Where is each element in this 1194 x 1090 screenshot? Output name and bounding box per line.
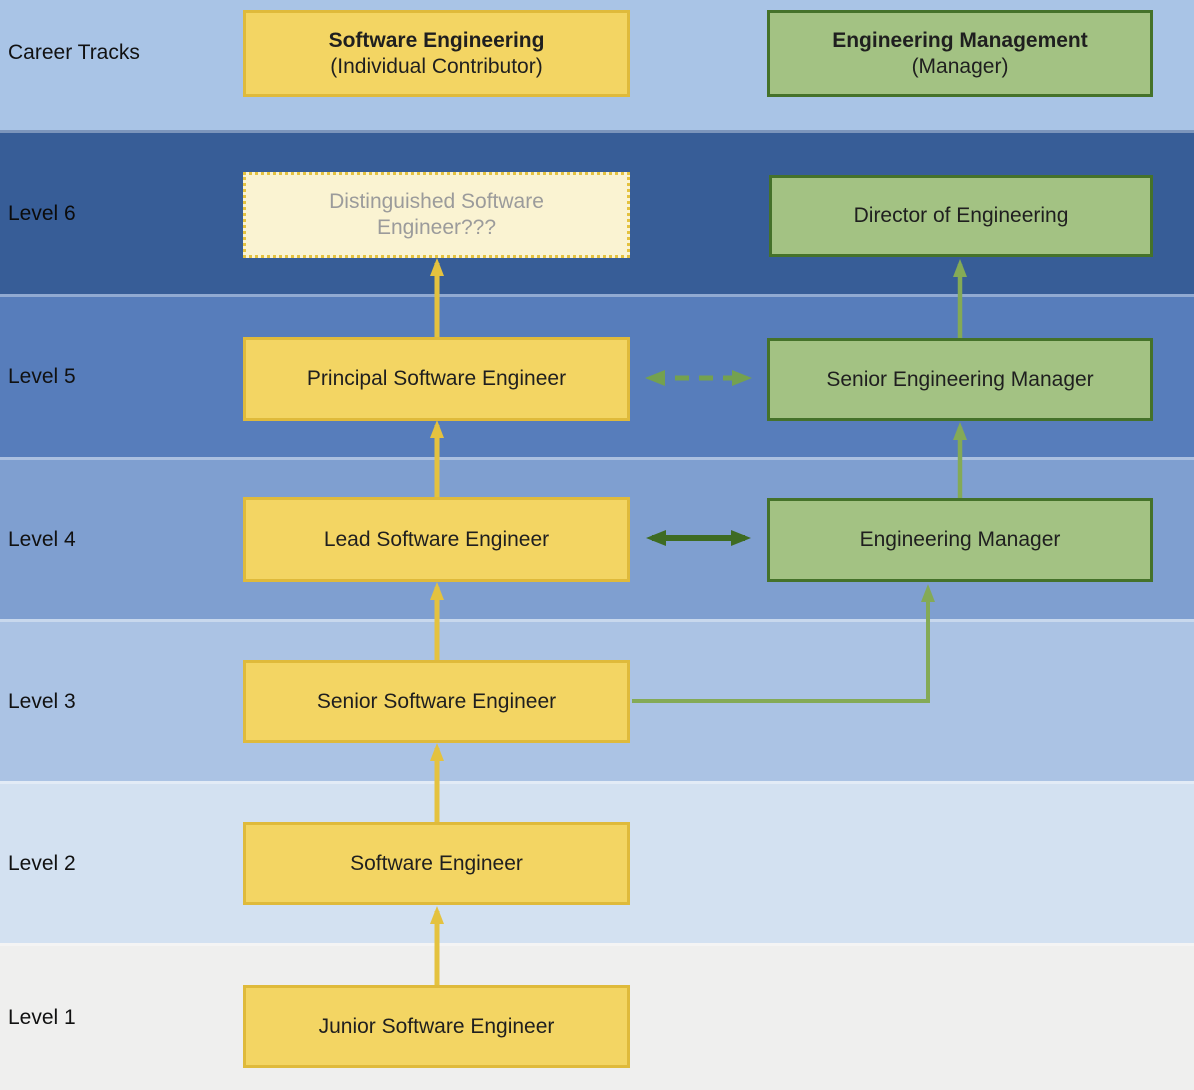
level-6-label: Level 6 xyxy=(8,201,76,225)
level-1-label: Level 1 xyxy=(8,1006,76,1029)
box-principal-software-engineer: Principal Software Engineer xyxy=(243,337,630,421)
distinguished-se-label: Distinguished Software Engineer??? xyxy=(329,190,544,239)
senior-em-label: Senior Engineering Manager xyxy=(826,367,1094,391)
senior-se-label: Senior Software Engineer xyxy=(316,689,557,713)
box-junior-software-engineer: Junior Software Engineer xyxy=(243,985,630,1068)
director-label: Director of Engineering xyxy=(853,204,1069,227)
track-mgmt-title: Engineering Management xyxy=(832,28,1088,52)
box-track-software-engineering: Software Engineering (Individual Contrib… xyxy=(243,10,630,97)
lead-se-label: Lead Software Engineer xyxy=(323,527,550,551)
level-3-label: Level 3 xyxy=(8,689,76,713)
track-ic-subtitle: (Individual Contributor) xyxy=(330,54,543,78)
level-2-label: Level 2 xyxy=(8,851,76,875)
principal-se-label: Principal Software Engineer xyxy=(306,367,567,390)
junior-se-label: Junior Software Engineer xyxy=(318,1014,555,1038)
track-ic-title: Software Engineering xyxy=(328,28,545,52)
se-label: Software Engineer xyxy=(350,851,523,875)
box-senior-engineering-manager: Senior Engineering Manager xyxy=(767,338,1153,421)
level-5-label: Level 5 xyxy=(8,365,76,388)
track-mgmt-subtitle: (Manager) xyxy=(911,54,1009,78)
box-senior-software-engineer: Senior Software Engineer xyxy=(243,660,630,743)
em-label: Engineering Manager xyxy=(859,528,1061,551)
box-distinguished-software-engineer: Distinguished Software Engineer??? xyxy=(243,172,630,258)
box-lead-software-engineer: Lead Software Engineer xyxy=(243,497,630,582)
box-track-engineering-management: Engineering Management (Manager) xyxy=(767,10,1153,97)
box-software-engineer: Software Engineer xyxy=(243,822,630,905)
box-director-of-engineering: Director of Engineering xyxy=(769,175,1153,257)
level-4-label: Level 4 xyxy=(8,527,76,551)
career-tracks-label: Career Tracks xyxy=(8,41,140,65)
box-engineering-manager: Engineering Manager xyxy=(767,498,1153,582)
